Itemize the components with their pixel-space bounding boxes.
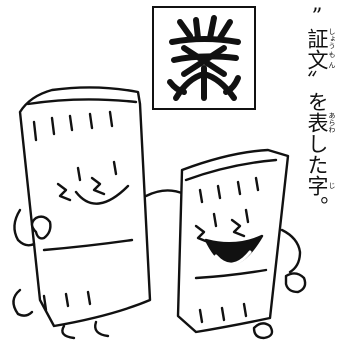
caption-char-with-reading: 証しょう [305,28,336,49]
caption-text: 〟を [305,70,329,112]
tally-stick-character-laughing [176,148,307,340]
tally-stick-character-smiling [12,86,202,340]
caption-text: した [305,133,329,175]
caption-char: 表 [305,112,329,133]
caption-text: ” [305,4,329,28]
caption-text: 。 [305,196,329,217]
caption-char: 字 [305,175,329,196]
vertical-caption: ”証しょう文もん〟を表あらわした字じ。 [288,4,336,334]
caption-reading: じ [328,175,336,196]
caption-reading: しょう [328,28,336,49]
seal-character-box [152,6,256,110]
caption-char-with-reading: 表あらわ [305,112,336,133]
caption-reading: あらわ [328,112,336,133]
caption-char-with-reading: 字じ [305,175,336,196]
caption-char: 文 [305,49,329,70]
seal-script-glyph [167,15,241,101]
caption-reading: もん [328,49,336,70]
caption-char-with-reading: 文もん [305,49,336,70]
caption-char: 証 [305,28,329,49]
